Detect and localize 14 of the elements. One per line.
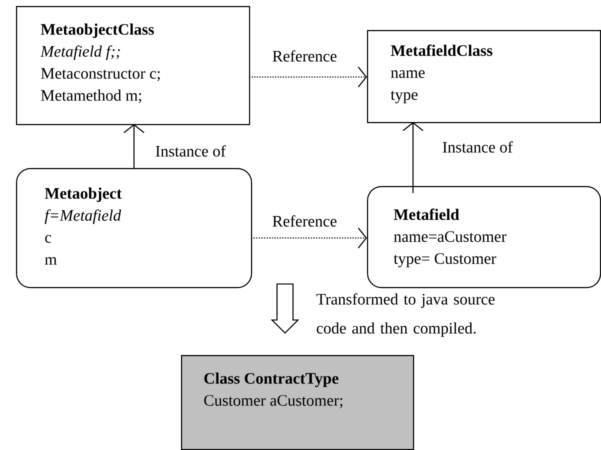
edge-label: Reference bbox=[272, 50, 336, 62]
object-box: Metaobject f=Metafield c m bbox=[16, 168, 252, 288]
class-box: Class ContractType Customer aCustomer; bbox=[181, 355, 414, 450]
edge-label: Instance of bbox=[442, 141, 513, 153]
edge-label: Transformed to java source code and then compiled. bbox=[316, 293, 495, 337]
edge-label: Instance of bbox=[156, 145, 226, 157]
object-box: Metafield name=aCustomer type= Customer bbox=[367, 186, 601, 288]
class-box: MetaobjectClass Metafield f;; Metaconstructor c; Metamethod m; bbox=[16, 6, 250, 126]
class-box: MetafieldClass name type bbox=[367, 30, 601, 124]
arrow bbox=[249, 66, 367, 88]
arrow bbox=[402, 122, 424, 193]
edge-label: Reference bbox=[272, 215, 336, 227]
arrow bbox=[251, 228, 367, 248]
arrow bbox=[124, 124, 144, 168]
